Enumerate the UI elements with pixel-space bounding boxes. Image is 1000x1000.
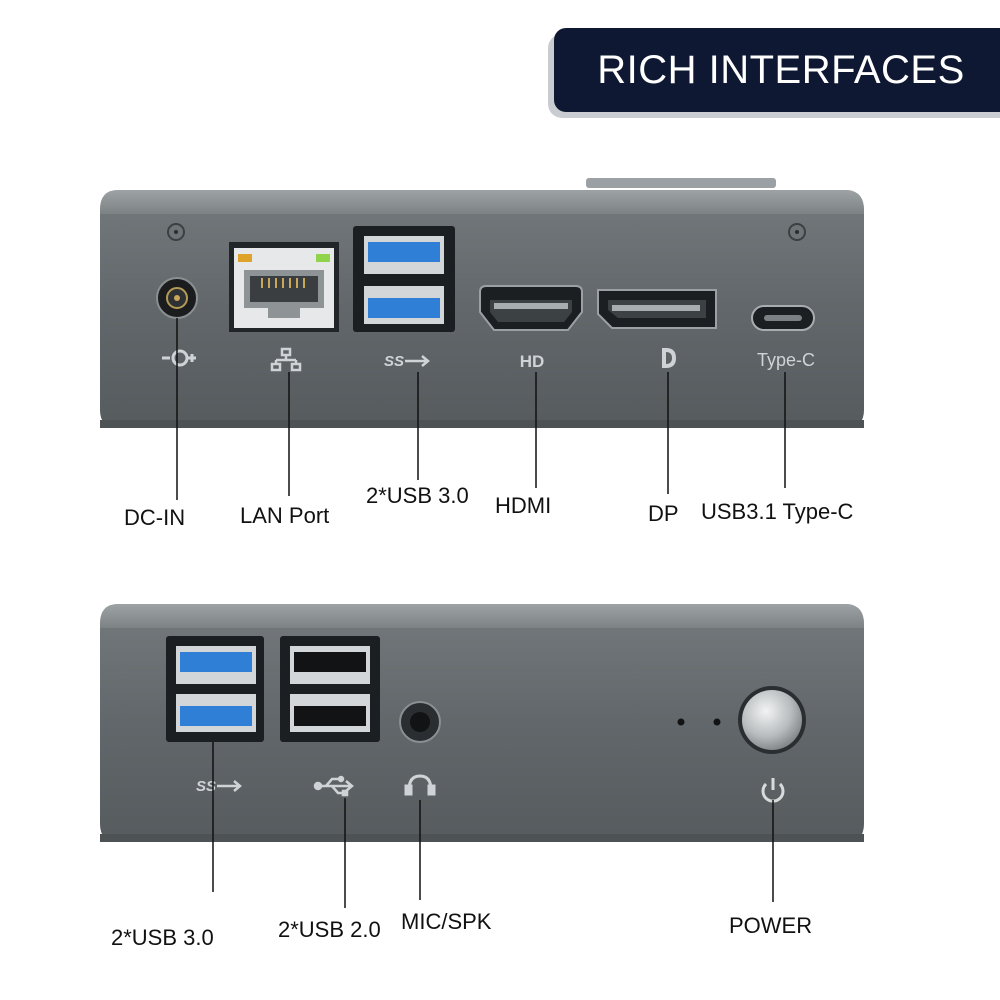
- top-vent-edge: [586, 178, 776, 188]
- bottom-usb3-ports: [166, 636, 264, 742]
- banner-title: RICH INTERFACES: [597, 47, 965, 92]
- svg-text:SS: SS: [384, 353, 404, 370]
- bottom-usb2-ports: [280, 636, 380, 742]
- bottom-leader-lines: [212, 742, 774, 908]
- label-mic-spk: MIC/SPK: [401, 909, 492, 934]
- network-icon: [270, 347, 302, 372]
- status-led: [677, 718, 685, 726]
- type-c-mark: Type-C: [757, 350, 815, 370]
- label-bottom-usb3: 2*USB 3.0: [111, 925, 214, 950]
- top-usb3-ports: [353, 226, 455, 332]
- type-c-port: [751, 305, 815, 331]
- label-dp: DP: [648, 501, 679, 526]
- label-power: POWER: [729, 913, 813, 938]
- usb-superspeed-icon: SS: [196, 778, 242, 795]
- power-button: [738, 686, 806, 754]
- headset-icon: [404, 774, 436, 796]
- label-lan-port: LAN Port: [240, 503, 330, 528]
- displayport-icon: [662, 348, 676, 368]
- usb-superspeed-icon: SS: [384, 353, 430, 370]
- hdmi-port: [479, 285, 583, 331]
- hdmi-mark: HD: [520, 352, 545, 371]
- top-leader-lines: [176, 318, 786, 500]
- label-dc-in: DC-IN: [124, 505, 186, 530]
- title-banner: RICH INTERFACES: [554, 28, 1000, 112]
- label-top-usb3: 2*USB 3.0: [366, 483, 469, 508]
- label-hdmi: HDMI: [495, 493, 552, 518]
- displayport-port: [597, 289, 717, 329]
- lan-led-amber: [238, 254, 252, 262]
- svg-text:SS: SS: [196, 778, 216, 795]
- lan-led-green: [316, 254, 330, 262]
- power-plug-icon: [162, 349, 196, 367]
- audio-jack: [399, 701, 441, 743]
- label-type-c: USB3.1 Type-C: [701, 499, 854, 524]
- usb-icon: [313, 775, 354, 797]
- label-usb2: 2*USB 2.0: [278, 917, 381, 942]
- dc-in-port: [156, 277, 198, 319]
- lan-port: [229, 242, 339, 332]
- status-led: [713, 718, 721, 726]
